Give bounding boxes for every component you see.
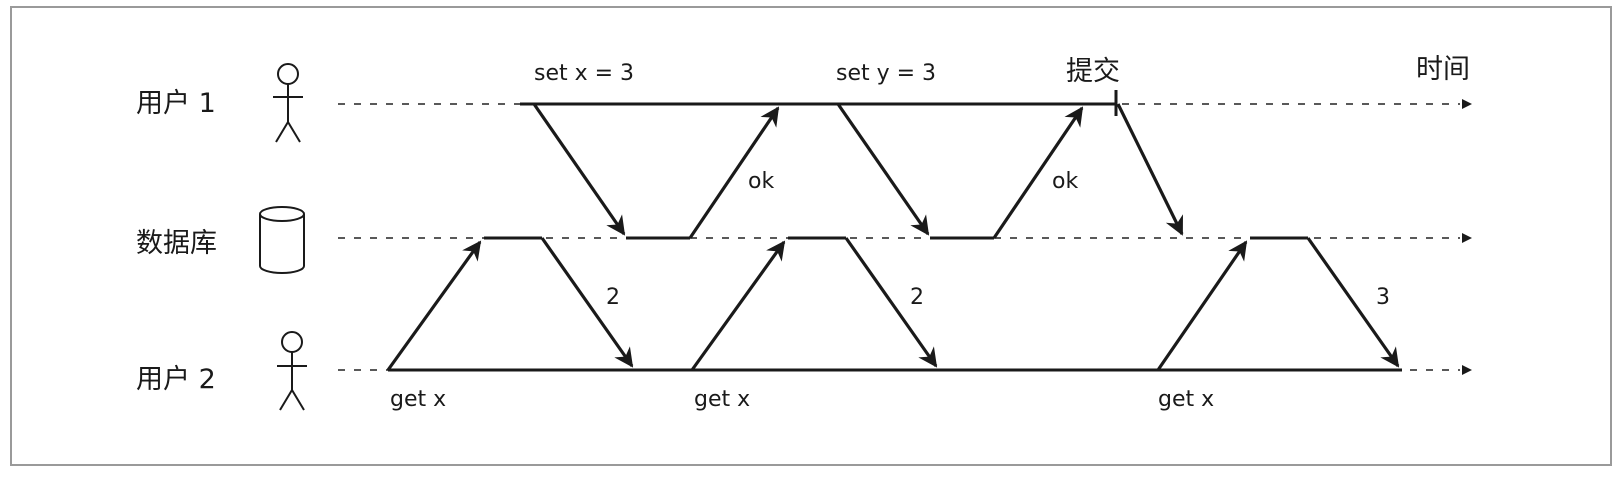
arrow-set-x [532, 103, 626, 236]
user1-stick-figure-icon [273, 63, 303, 143]
arrow-result-2 [844, 237, 938, 368]
participant-label-user1: 用户 1 [136, 88, 216, 119]
database-timeline-arrow-icon [1462, 233, 1472, 243]
label-set-x: set x = 3 [534, 61, 634, 86]
arrow-result-3 [1306, 237, 1400, 368]
label-get-1: get x [390, 387, 446, 412]
diagram-frame: 用户 1 数据库 用户 2 [10, 6, 1612, 466]
arrow-set-y [836, 103, 930, 236]
participant-label-database: 数据库 [136, 228, 217, 259]
user2-timeline-arrow-icon [1462, 365, 1472, 375]
commit-label: 提交 [1066, 56, 1120, 87]
time-label: 时间 [1416, 54, 1470, 85]
arrow-get-1 [386, 240, 482, 371]
arrow-result-1 [540, 237, 634, 368]
arrow-ok-1 [688, 106, 780, 239]
label-get-3: get x [1158, 387, 1214, 412]
user2-stick-figure-icon [277, 331, 307, 411]
participant-label-user2: 用户 2 [136, 364, 216, 395]
arrow-get-2 [690, 240, 786, 371]
label-set-y: set y = 3 [836, 61, 936, 86]
user1-timeline-arrow-icon [1462, 99, 1472, 109]
label-result-3: 3 [1376, 285, 1390, 310]
label-get-2: get x [694, 387, 750, 412]
arrow-commit [1116, 103, 1184, 236]
database-cylinder-icon [259, 206, 305, 274]
sequence-diagram: 用户 1 数据库 用户 2 [136, 54, 1472, 412]
label-ok-2: ok [1052, 169, 1078, 194]
label-result-1: 2 [606, 285, 620, 310]
label-ok-1: ok [748, 169, 774, 194]
label-result-2: 2 [910, 285, 924, 310]
arrow-ok-2 [992, 106, 1084, 239]
arrow-get-3 [1156, 240, 1248, 371]
